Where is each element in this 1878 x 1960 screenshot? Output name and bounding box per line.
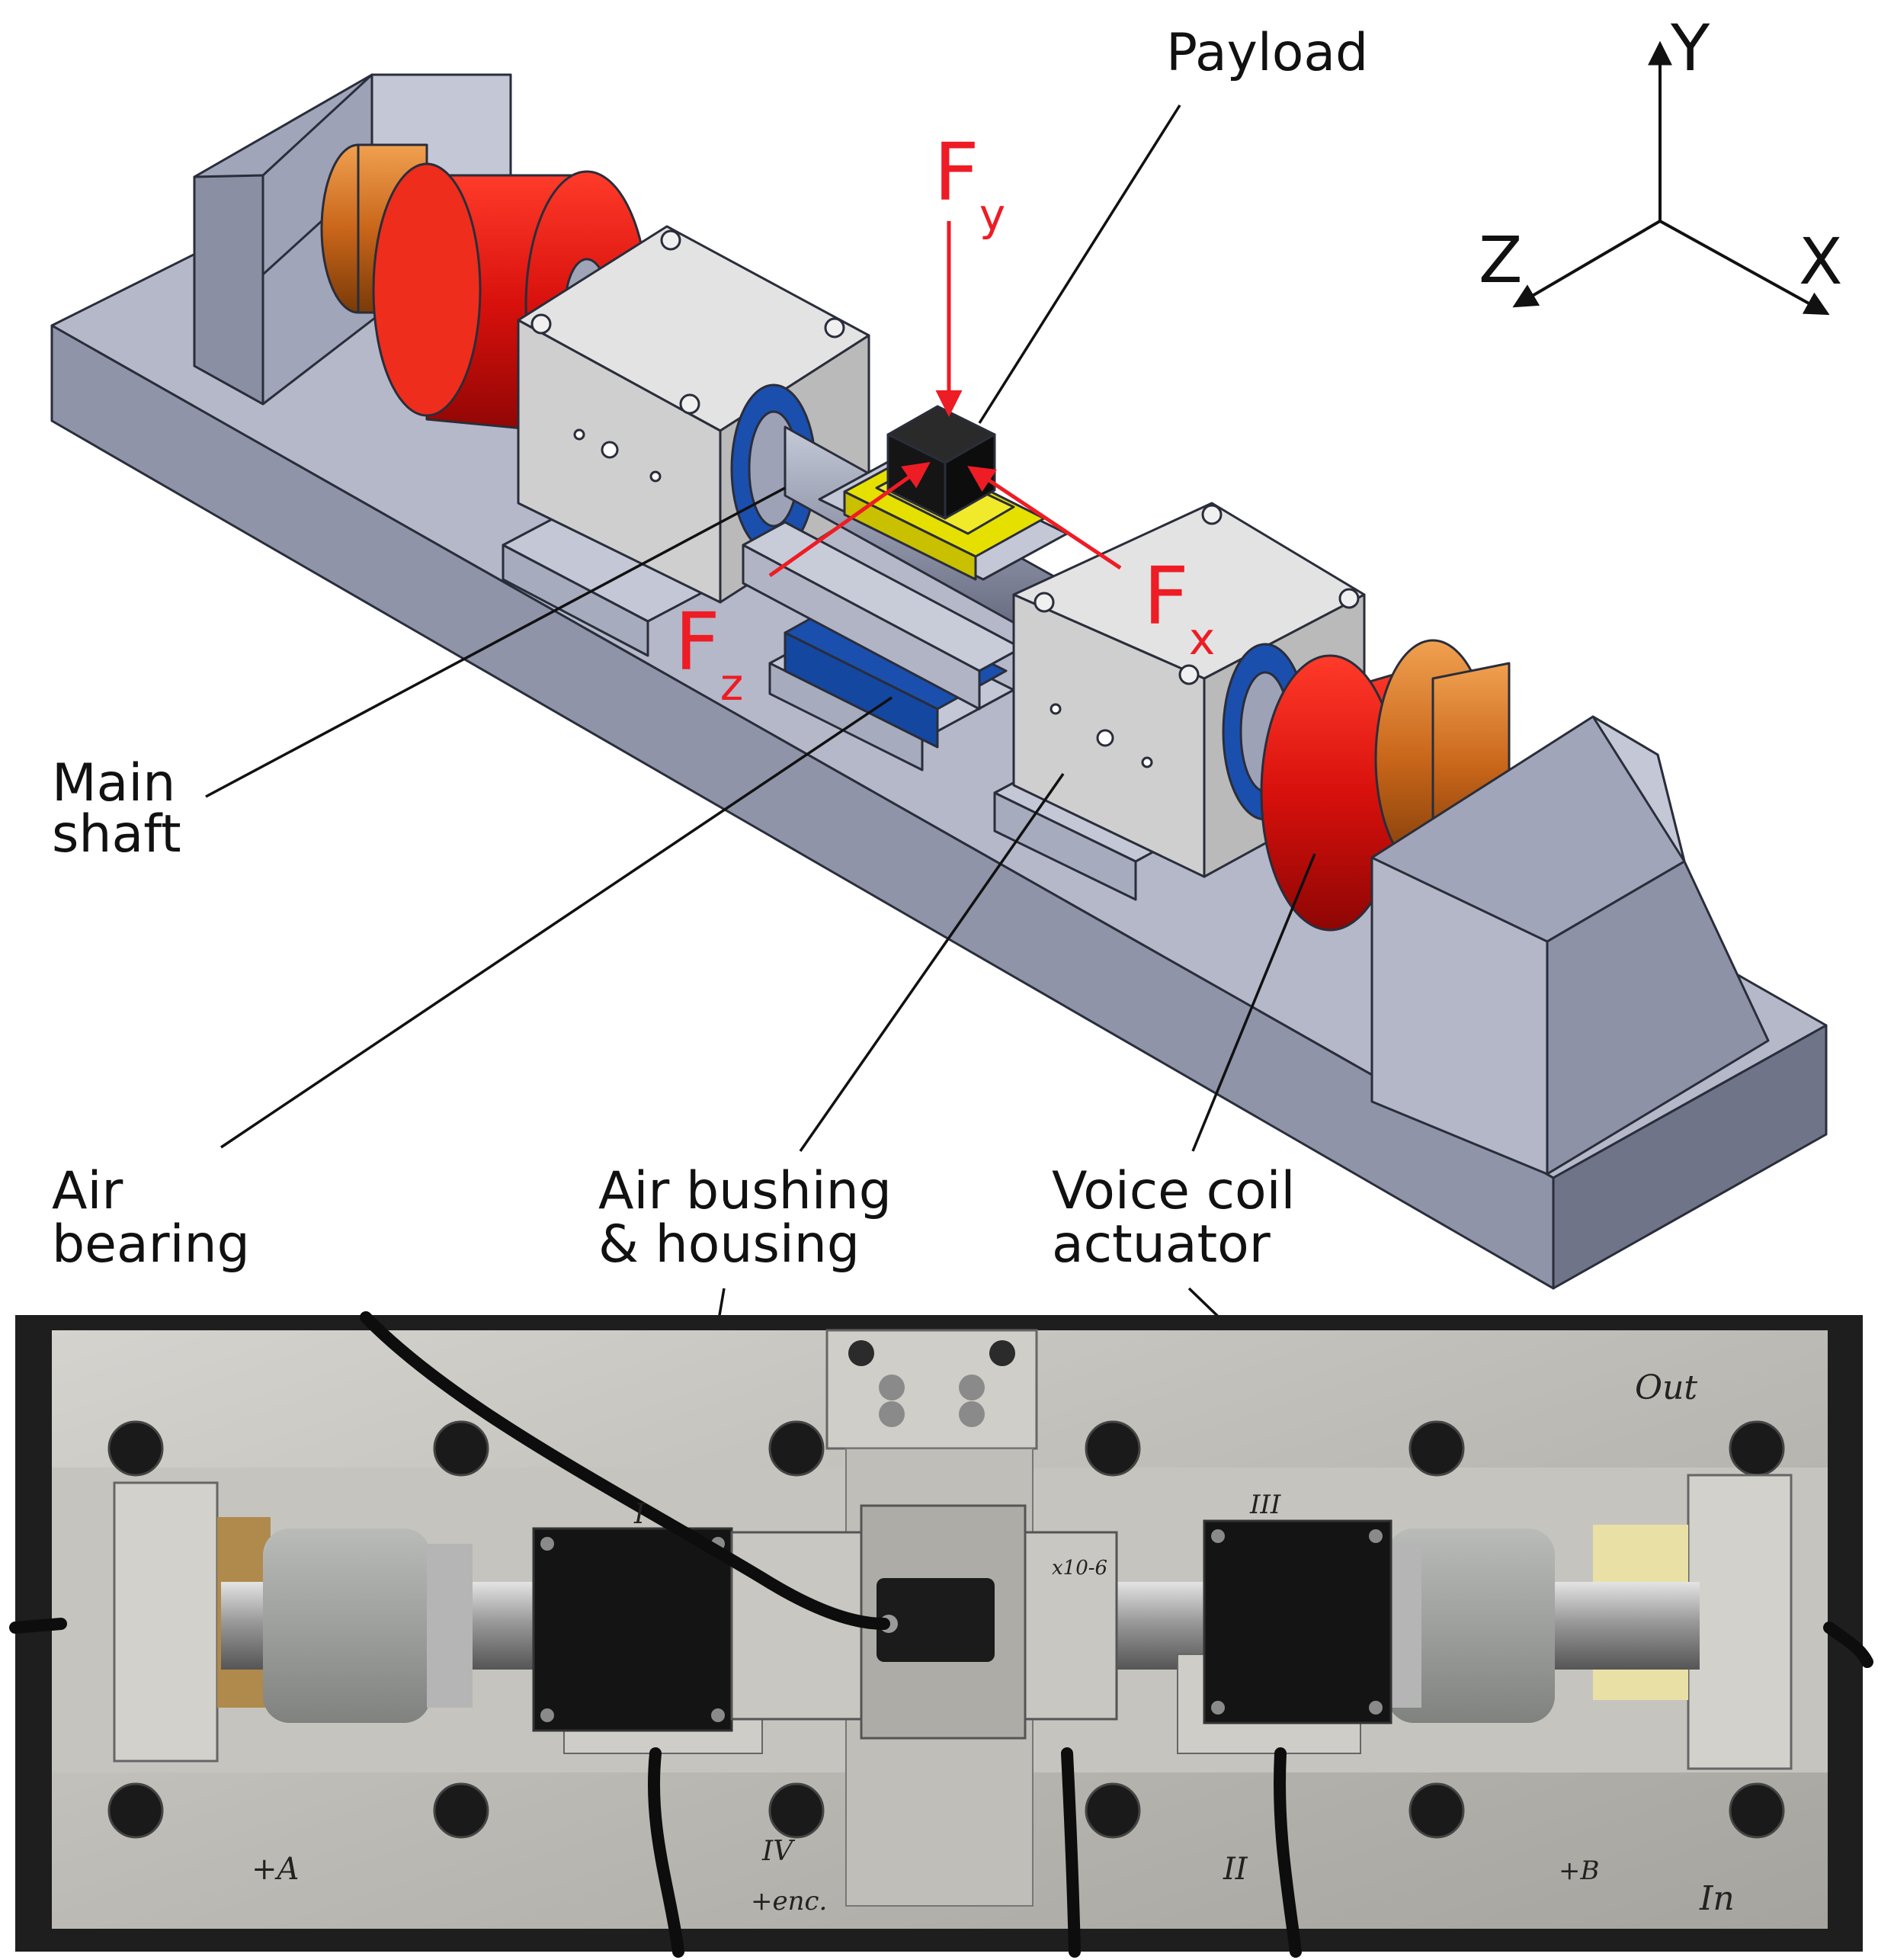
photo-cables: [9, 1311, 1873, 1958]
fx-arrow: [967, 466, 1122, 570]
axis-triad: [1512, 40, 1830, 316]
mark-out: Out: [1635, 1368, 1697, 1407]
photo-panel: [9, 1311, 1873, 1958]
base-plate-end: [1552, 1024, 1828, 1290]
axis-x-label: X: [1799, 224, 1843, 299]
photo-left-voice-coil: [263, 1529, 431, 1723]
mark-scale: x10-6: [1052, 1557, 1107, 1580]
axis-y-label: Y: [1670, 11, 1710, 85]
photo-bolts: [107, 1420, 1785, 1839]
photo-left-air-bushing: [532, 1527, 733, 1732]
mark-plus-enc: +enc.: [751, 1886, 827, 1917]
mark-roman-1: I: [633, 1499, 646, 1530]
mark-in: In: [1699, 1879, 1735, 1918]
axis-z-label: Z: [1479, 223, 1523, 297]
fz-arrow: [768, 461, 931, 578]
cad-assembly: [50, 73, 1828, 1290]
air-bushing-label-line1: Air bushing: [598, 1161, 892, 1221]
mark-plus-b: +B: [1559, 1856, 1599, 1886]
mark-roman-3: III: [1249, 1490, 1281, 1520]
voice-coil-label-line1: Voice coil: [1052, 1161, 1295, 1221]
main-shaft-label-line1: Main: [52, 753, 175, 813]
photo-right-end-block: [1687, 1474, 1793, 1770]
air-bearing-label-line2: bearing: [52, 1214, 250, 1275]
right-end-block: [1370, 715, 1770, 1176]
payload-label: Payload: [1166, 23, 1368, 83]
photo-sensor-head: [877, 1578, 995, 1662]
mark-plus-a: +A: [252, 1852, 299, 1887]
mark-roman-2: II: [1223, 1852, 1248, 1887]
main-shaft-label-line2: shaft: [52, 804, 181, 865]
air-bushing-label-line2: & housing: [598, 1214, 860, 1275]
voice-coil-label-line2: actuator: [1052, 1214, 1271, 1275]
air-bearing-label-line1: Air: [52, 1161, 123, 1221]
photo-right-voice-coil: [1387, 1529, 1555, 1723]
fz-label: Fz: [675, 595, 743, 711]
photo-right-air-bushing: [1203, 1519, 1392, 1724]
photo-left-end-block: [113, 1481, 219, 1763]
fx-label: Fx: [1143, 550, 1215, 665]
fy-label: Fy: [934, 126, 1005, 241]
center-block: [742, 405, 1069, 771]
mark-roman-4: IV: [761, 1836, 796, 1867]
force-arrows: [768, 221, 1122, 578]
